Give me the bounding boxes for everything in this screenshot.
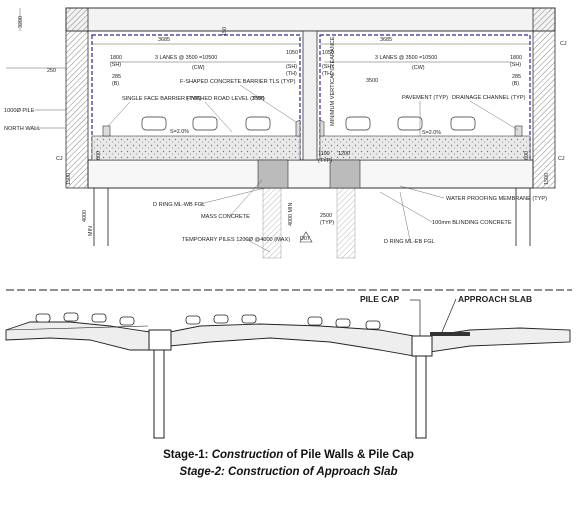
cj-mark-1: CJ (560, 41, 567, 47)
dim-285-left: 285 (112, 74, 121, 80)
caption-stage-2: Stage-2: Construction of Approach Slab (179, 466, 398, 478)
f-barrier-center-left (295, 119, 301, 137)
tunnel-cross-section: 3200 3685 3685 150 3 LANES @ 3500 =10500… (4, 7, 567, 259)
label-waterproofing: WATER PROOFING MEMBRANE (TYP) (446, 196, 547, 202)
dim-600-b: 600 (524, 151, 530, 160)
label-drainage-channel: DRAINAGE CHANNEL (TYP) (452, 95, 526, 101)
cw-right: (CW) (412, 65, 425, 71)
dim-1500-right: 1500 (544, 173, 550, 185)
pile-cap-right (411, 335, 433, 357)
label-pile-cap: PILE CAP (360, 294, 400, 304)
label-f-shaped-barrier: F-SHAPED CONCRETE BARRIER TLS (TYP) (180, 79, 296, 85)
dim-1100: 1100 (318, 151, 330, 157)
caption-stage-1: Stage-1: Construction of Pile Walls & Pi… (0, 449, 577, 461)
dim-150: 150 (222, 27, 228, 36)
stage-diagram: PILE CAP APPROACH SLAB (5, 289, 572, 439)
dim-3685-right: 3685 (380, 37, 392, 43)
barrier-left (102, 125, 111, 137)
caption-stage-1-italic: Construction (211, 449, 284, 461)
sh-1800-left: 1800 (110, 55, 122, 61)
min-left: MIN (88, 226, 94, 236)
left-road-deck (91, 135, 301, 161)
caption-stage-1-prefix: Stage-1: (163, 449, 212, 461)
label-approach-slab: APPROACH SLAB (458, 294, 532, 304)
label-blinding: 100mm BLINDING CONCRETE (432, 220, 512, 226)
dim-1050-left: 1050 (286, 50, 298, 56)
dim-285-right: 285 (512, 74, 521, 80)
section-marker-icon (299, 231, 313, 243)
temporary-pile-2 (336, 187, 356, 259)
sh-1800-right: 1800 (510, 55, 522, 61)
lanes-right: 3 LANES @ 3500 =10500 (375, 55, 437, 61)
label-north-wall: NORTH WALL (4, 126, 40, 132)
embankment-right (429, 327, 571, 353)
dim-1050-right: 1050 (322, 50, 334, 56)
approach-slab (430, 332, 470, 336)
label-temporary-piles: TEMPORARY PILES 1200Ø @4000 (MAX) (182, 237, 290, 243)
car-icons-left (141, 116, 271, 131)
dim-3500-b: 3500 (366, 78, 378, 84)
dim-3500-a: 3500 (252, 96, 264, 102)
caption-stage-1-suffix: of Pile Walls & Pile Cap (283, 449, 414, 461)
f-barrier-center-right (319, 119, 325, 137)
right-pile-wall (532, 7, 556, 189)
label-mass-concrete: MASS CONCRETE (201, 214, 250, 220)
cj-mark-2: CJ (558, 156, 565, 162)
pile-right (415, 355, 427, 439)
dim-1200: 1200 (338, 151, 350, 157)
leader-approach-slab (441, 298, 457, 333)
label-pile: 1000Ø PILE (4, 108, 35, 114)
pile-left (153, 349, 165, 439)
sh-mid-right: (SH) (322, 64, 333, 70)
dim-2500-typ: (TYP) (320, 220, 334, 226)
th-right: (TH) (322, 71, 333, 77)
car-icons-right (345, 116, 476, 131)
cw-left: (CW) (192, 65, 205, 71)
base-slab (87, 159, 534, 189)
b-label-left: (B) (112, 81, 119, 87)
dim-250: 250 (47, 68, 56, 74)
dim-4000-min: 4000 MIN (288, 203, 294, 226)
label-finished-road-level: FINISHED ROAD LEVEL (TYP) (186, 96, 265, 102)
dim-4000-left: 4000 (82, 210, 88, 222)
embankment-left (5, 321, 151, 351)
dim-typ: (TYP) (318, 158, 332, 164)
lanes-left: 3 LANES @ 3500 =10500 (155, 55, 217, 61)
leader-lines (107, 84, 519, 253)
label-pavement: PAVEMENT (TYP) (402, 95, 448, 101)
label-d-ring-eb: D RING ML-EB FGL (384, 239, 435, 245)
mass-concrete-block-right (329, 159, 361, 189)
label-single-face-barrier: SINGLE FACE BARRIER (TYP) (122, 96, 201, 102)
th-left: (TH) (286, 71, 297, 77)
sh-mid-left: (SH) (286, 64, 297, 70)
b-label-right: (B) (512, 81, 519, 87)
right-road-deck (319, 135, 531, 161)
dim-3200: 3200 (18, 16, 24, 28)
dim-3685-left: 3685 (158, 37, 170, 43)
slope-right: S=2.0% (422, 130, 441, 136)
cj-mark-3: CJ (56, 156, 63, 162)
temporary-pile-1 (262, 187, 282, 259)
dim-2500: 2500 (320, 213, 332, 219)
sh-label-left: (SH) (110, 62, 121, 68)
dim-600-a: 600 (96, 151, 102, 160)
vehicles-bottom (35, 312, 381, 330)
barrier-right (514, 125, 523, 137)
slope-left: S=2.0% (170, 129, 189, 135)
left-pile-wall (65, 7, 89, 189)
dim-1500: 1500 (66, 173, 72, 185)
mass-concrete-block-left (257, 159, 289, 189)
label-d07: D07 (300, 236, 310, 242)
road-surface-left (5, 325, 149, 331)
central-wall (302, 30, 318, 161)
sh-label-right: (SH) (510, 62, 521, 68)
label-d-ring-wb: D RING ML-WB FGL (153, 202, 205, 208)
roof-slab (65, 7, 556, 32)
pile-cap-left (148, 329, 172, 351)
label-min-vertical-clearance: MINIMUM VERTICAL CLEARANCE (330, 36, 336, 126)
